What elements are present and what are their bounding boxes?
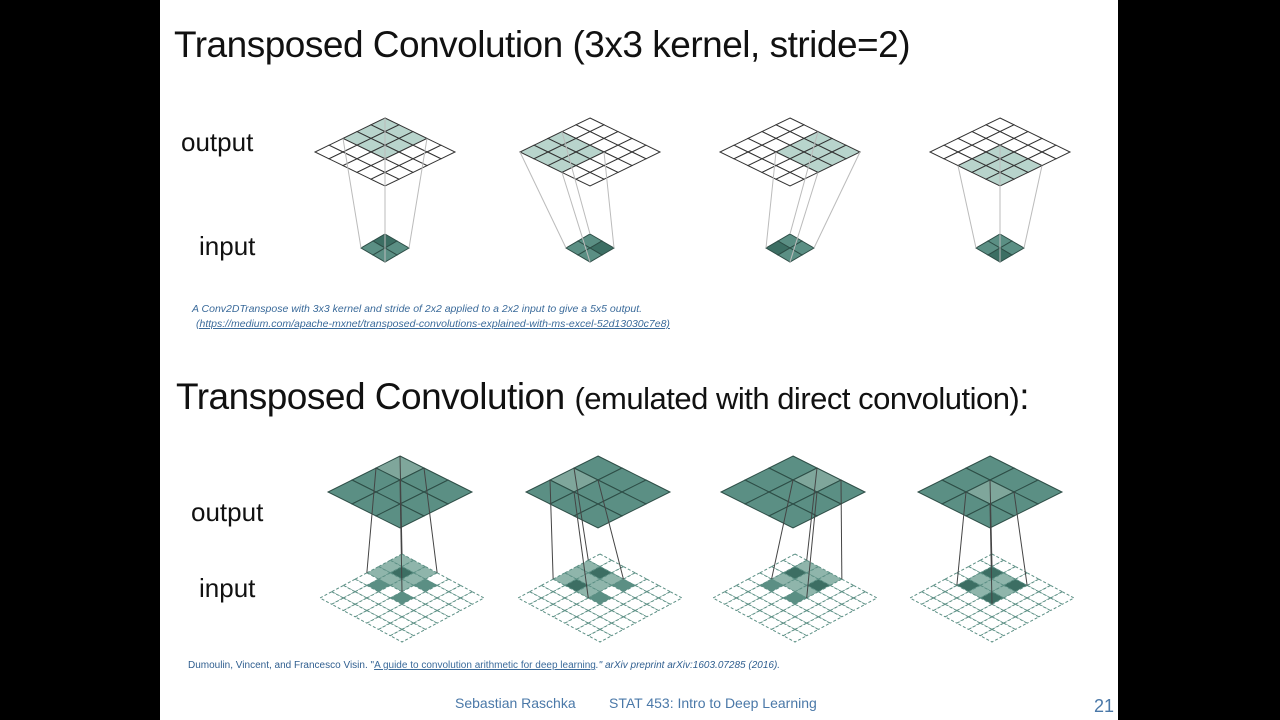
citation: Dumoulin, Vincent, and Francesco Visin. … bbox=[188, 660, 780, 671]
projection-line bbox=[989, 479, 993, 567]
transposed-conv-diagram bbox=[313, 117, 1076, 643]
projection-line bbox=[806, 491, 818, 599]
projection-line bbox=[806, 467, 818, 561]
projection-line bbox=[561, 131, 591, 235]
grid-cell bbox=[587, 628, 613, 643]
input-grid-top bbox=[565, 233, 615, 263]
output-grid-bottom bbox=[719, 455, 867, 529]
projection-line bbox=[771, 479, 794, 580]
citation-authors: Dumoulin, Vincent, and Francesco Visin. … bbox=[188, 660, 375, 671]
grid-cell bbox=[374, 503, 426, 529]
grid-cell bbox=[572, 503, 624, 529]
projection-line bbox=[399, 479, 403, 592]
output-grid-top bbox=[518, 117, 662, 187]
caption-link[interactable]: (https://medium.com/apache-mxnet/transpo… bbox=[196, 318, 670, 330]
output-grid-top bbox=[718, 117, 862, 187]
projection-line bbox=[789, 172, 819, 263]
input-grid-top bbox=[765, 233, 815, 263]
figure-caption-url[interactable]: (https://medium.com/apache-mxnet/transpo… bbox=[196, 318, 670, 330]
grid-cell bbox=[782, 628, 808, 643]
output-grid-bottom bbox=[524, 455, 672, 529]
input-label-bottom: input bbox=[199, 573, 256, 603]
citation-link[interactable]: A guide to convolution arithmetic for de… bbox=[374, 660, 596, 671]
projection-line bbox=[840, 479, 843, 580]
slide-title-1: Transposed Convolution (3x3 kernel, stri… bbox=[174, 24, 911, 65]
input-label-top: input bbox=[199, 231, 256, 261]
grid-cell bbox=[767, 503, 819, 529]
projection-line bbox=[813, 151, 861, 249]
citation-rest: ." arXiv preprint arXiv:1603.07285 (2016… bbox=[595, 660, 781, 671]
projection-line bbox=[423, 467, 438, 573]
footer-author: Sebastian Raschka bbox=[455, 695, 576, 711]
slide: Transposed Convolution (3x3 kernel, stri… bbox=[160, 0, 1118, 720]
output-label-bottom: output bbox=[191, 497, 264, 527]
projection-line bbox=[366, 467, 377, 573]
projection-line bbox=[765, 151, 777, 249]
title-2-main: Transposed Convolution bbox=[176, 376, 565, 417]
footer-course: STAT 453: Intro to Deep Learning bbox=[609, 695, 817, 711]
page-number: 21 bbox=[1094, 696, 1115, 716]
projection-line bbox=[956, 491, 967, 586]
projection-line bbox=[1023, 165, 1043, 249]
projection-line bbox=[957, 165, 977, 249]
projection-line bbox=[989, 503, 993, 605]
projection-line bbox=[549, 479, 554, 580]
slide-title-2: Transposed Convolution (emulated with di… bbox=[176, 376, 1030, 418]
output-grid-top bbox=[313, 117, 457, 187]
grid-cell bbox=[774, 171, 806, 187]
title-2-colon: : bbox=[1019, 376, 1030, 417]
projection-line bbox=[603, 151, 615, 249]
grid-cell bbox=[574, 171, 606, 187]
output-label-top: output bbox=[181, 127, 254, 157]
projection-line bbox=[399, 455, 403, 555]
grid-cell bbox=[979, 628, 1005, 643]
projection-line bbox=[408, 138, 428, 249]
projection-line bbox=[561, 172, 591, 263]
input-grid-bottom bbox=[516, 553, 684, 643]
projection-line bbox=[1013, 491, 1028, 586]
grid-cell bbox=[389, 628, 415, 643]
output-grid-top bbox=[928, 117, 1072, 187]
figure-caption-line-1: A Conv2DTranspose with 3x3 kernel and st… bbox=[192, 303, 643, 315]
projection-line bbox=[597, 479, 624, 580]
projection-line bbox=[342, 138, 362, 249]
bottom-diagram-group bbox=[318, 455, 1076, 643]
input-grid-bottom bbox=[711, 553, 879, 643]
title-2-paren: (emulated with direct convolution) bbox=[574, 381, 1020, 416]
projection-line bbox=[519, 151, 567, 249]
projection-line bbox=[573, 467, 589, 561]
top-diagram-group bbox=[313, 117, 1072, 263]
projection-line bbox=[573, 491, 589, 599]
projection-line bbox=[789, 131, 819, 235]
